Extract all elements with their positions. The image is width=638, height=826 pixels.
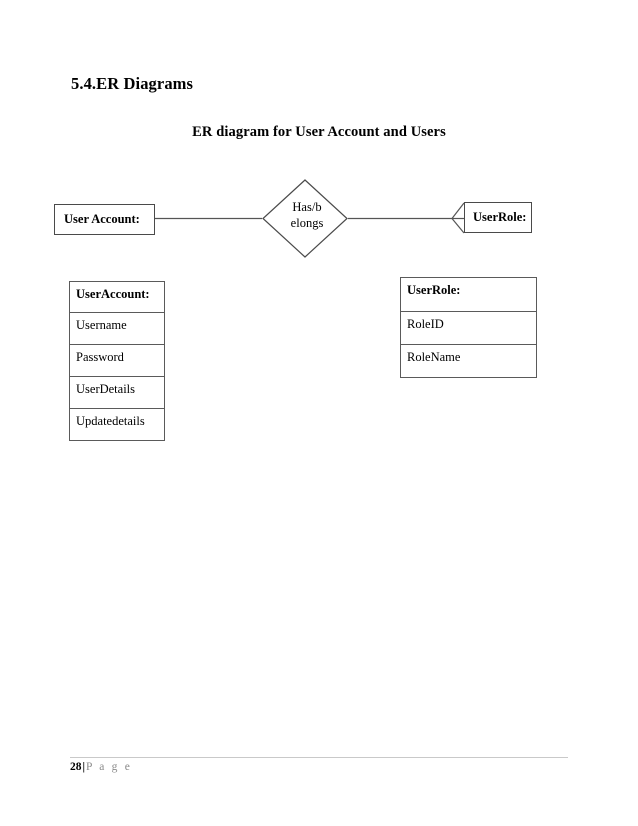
table-header-user-role: UserRole:	[401, 278, 536, 312]
table-row: RoleName	[401, 345, 536, 378]
entity-user-role-label: UserRole:	[473, 210, 527, 224]
entity-user-account-label: User Account:	[64, 212, 140, 226]
footer-page-word: P a g e	[86, 761, 132, 773]
relationship-label-line2: elongs	[290, 216, 324, 230]
table-header-user-account: UserAccount:	[70, 282, 164, 313]
relationship-has-belongs: Has/b elongs	[262, 179, 348, 258]
attribute-table-user-role: UserRole: RoleID RoleName	[400, 277, 537, 378]
table-row: RoleID	[401, 312, 536, 345]
footer-divider	[70, 757, 568, 758]
table-row: Password	[70, 345, 164, 377]
footer-separator: |	[82, 761, 86, 773]
diagram-caption: ER diagram for User Account and Users	[192, 124, 446, 140]
footer-page-number: 28	[70, 761, 82, 773]
attribute-table-user-account: UserAccount: Username Password UserDetai…	[69, 281, 165, 441]
relationship-label-line1: Has/b	[292, 200, 322, 214]
crows-foot-icon	[451, 202, 465, 234]
diamond-shape	[262, 179, 348, 258]
table-row: Username	[70, 313, 164, 345]
relationship-label: Has/b elongs	[262, 199, 348, 231]
table-row: UserDetails	[70, 377, 164, 409]
footer: 28|P a g e	[70, 761, 132, 773]
entity-user-role: UserRole:	[464, 202, 532, 233]
table-row: Updatedetails	[70, 409, 164, 441]
entity-user-account: User Account:	[54, 204, 155, 235]
section-title: 5.4.ER Diagrams	[71, 74, 194, 93]
